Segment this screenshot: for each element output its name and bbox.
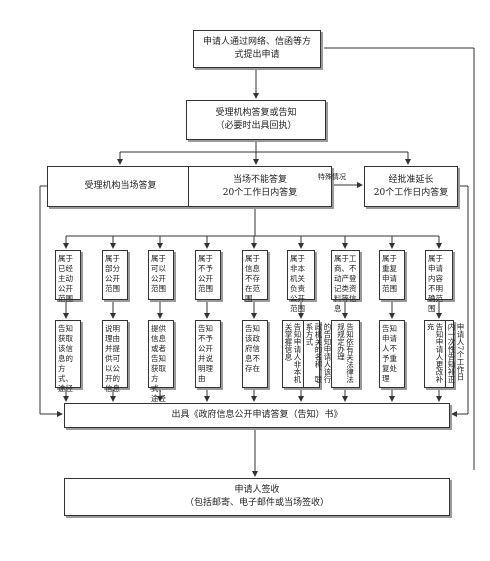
category-result-text: 说明理由并提供可以公开的信息 xyxy=(105,324,120,393)
category-head-text: 属于信息不存在范围 xyxy=(245,254,260,303)
category-head-3: 属于可以公开范围 xyxy=(148,250,174,300)
issue-reply-text: 出具《政府信息公开申请答复（告知）书》 xyxy=(171,410,343,420)
category-result-6: 告知申请人非本机关掌握信息 能确定该信息机关的告知申请人该行政机关的名称、联系方… xyxy=(282,320,341,388)
category-head-text: 属于可以公开范围 xyxy=(151,254,166,293)
category-result-text: 告知该政府信息不存在 xyxy=(245,324,260,373)
category-head-text: 属于申请内容不明确范围 xyxy=(428,254,443,313)
receive-line1: 受理机构答复或告知 xyxy=(215,108,297,118)
category-head-text: 属于重复申请范围 xyxy=(382,254,397,293)
extend-line1: 经批准延长 xyxy=(388,174,434,185)
category-result-text: 告知获取该信息的方式、途径 xyxy=(58,324,73,393)
category-head-5: 属于信息不存在范围 xyxy=(242,250,268,303)
apply-text: 申请人通过网络、信函等方式提出申请 xyxy=(202,37,311,60)
category-result-6-col-1: 告知申请人非本机关掌握信息 xyxy=(284,323,302,383)
sign-receipt-step: 申请人签收 （包括邮寄、电子邮件或当场签收） xyxy=(64,478,450,516)
category-result-1: 告知获取该信息的方式、途径 xyxy=(55,320,81,393)
category-head-4: 属于不予公开范围 xyxy=(195,250,221,300)
category-result-9-col-1: 告知申请人更改补充 xyxy=(426,323,444,383)
category-head-text: 属于工商、不动产登记类资料等信息 xyxy=(334,254,357,313)
reply-20-line1: 当场不能答复 xyxy=(232,174,287,185)
apply-step: 申请人通过网络、信函等方式提出申请 xyxy=(193,30,321,68)
reply-20-step: 当场不能答复 20个工作日内答复 xyxy=(188,166,332,207)
reply-now-text: 受理机构当场答复 xyxy=(84,181,157,191)
category-head-text: 属于部分公开范围 xyxy=(105,254,120,293)
category-result-8: 告知申请人不予重复处理 xyxy=(379,320,405,388)
category-result-text: 告知不予公开并说明理由 xyxy=(198,324,213,383)
sign-line1: 申请人签收 xyxy=(234,485,280,495)
category-result-2: 说明理由并提供可以公开的信息 xyxy=(102,320,128,393)
category-head-1: 属于已经主动公开范围 xyxy=(55,250,81,303)
extend-line2: 20个工作日内答复 xyxy=(373,187,449,198)
receive-line2: （必要时出具回执） xyxy=(215,121,297,131)
category-result-text: 告知申请人不予重复处理 xyxy=(382,324,397,383)
category-head-2: 属于部分公开范围 xyxy=(102,250,128,300)
receive-step: 受理机构答复或告知 （必要时出具回执） xyxy=(186,100,326,140)
reply-now-step: 受理机构当场答复 xyxy=(47,166,194,207)
category-result-5: 告知该政府信息不存在 xyxy=(242,320,268,388)
category-head-7: 属于工商、不动产登记类资料等信息 xyxy=(331,250,360,313)
category-result-text: 提供信息或者告知获取方式、途径 xyxy=(151,324,166,403)
category-result-7: 告知依有关法律法规规定办理 xyxy=(331,320,360,388)
category-head-text: 属于不予公开范围 xyxy=(198,254,213,293)
category-result-4: 告知不予公开并说明理由 xyxy=(195,320,221,388)
sign-line2: （包括邮寄、电子邮件或当场签收） xyxy=(184,498,329,508)
extend-step: 经批准延长 20个工作日内答复 xyxy=(364,166,458,207)
reply-20-line2: 20个工作日内答复 xyxy=(222,187,298,198)
category-head-text: 属于已经主动公开范围 xyxy=(58,254,73,303)
category-head-text: 属于非本机关负责公开范围 xyxy=(290,254,305,313)
category-result-3: 提供信息或者告知获取方式、途径 xyxy=(148,320,174,403)
issue-reply-step: 出具《政府信息公开申请答复（告知）书》 xyxy=(64,403,450,428)
category-result-7-col-1: 告知依有关法律法规规定办理 xyxy=(336,323,355,383)
category-head-8: 属于重复申请范围 xyxy=(379,250,405,300)
category-head-9: 属于申请内容不明确范围 xyxy=(425,250,453,313)
category-result-9: 告知申请人更改补充 申请人7个工作日内一次性告知补正 xyxy=(424,320,465,388)
category-result-9-col-2: 申请人7个工作日内一次性告知补正 xyxy=(447,323,465,383)
special-label: 特殊情况 xyxy=(318,173,346,181)
category-head-6: 属于非本机关负责公开范围 xyxy=(287,250,315,313)
